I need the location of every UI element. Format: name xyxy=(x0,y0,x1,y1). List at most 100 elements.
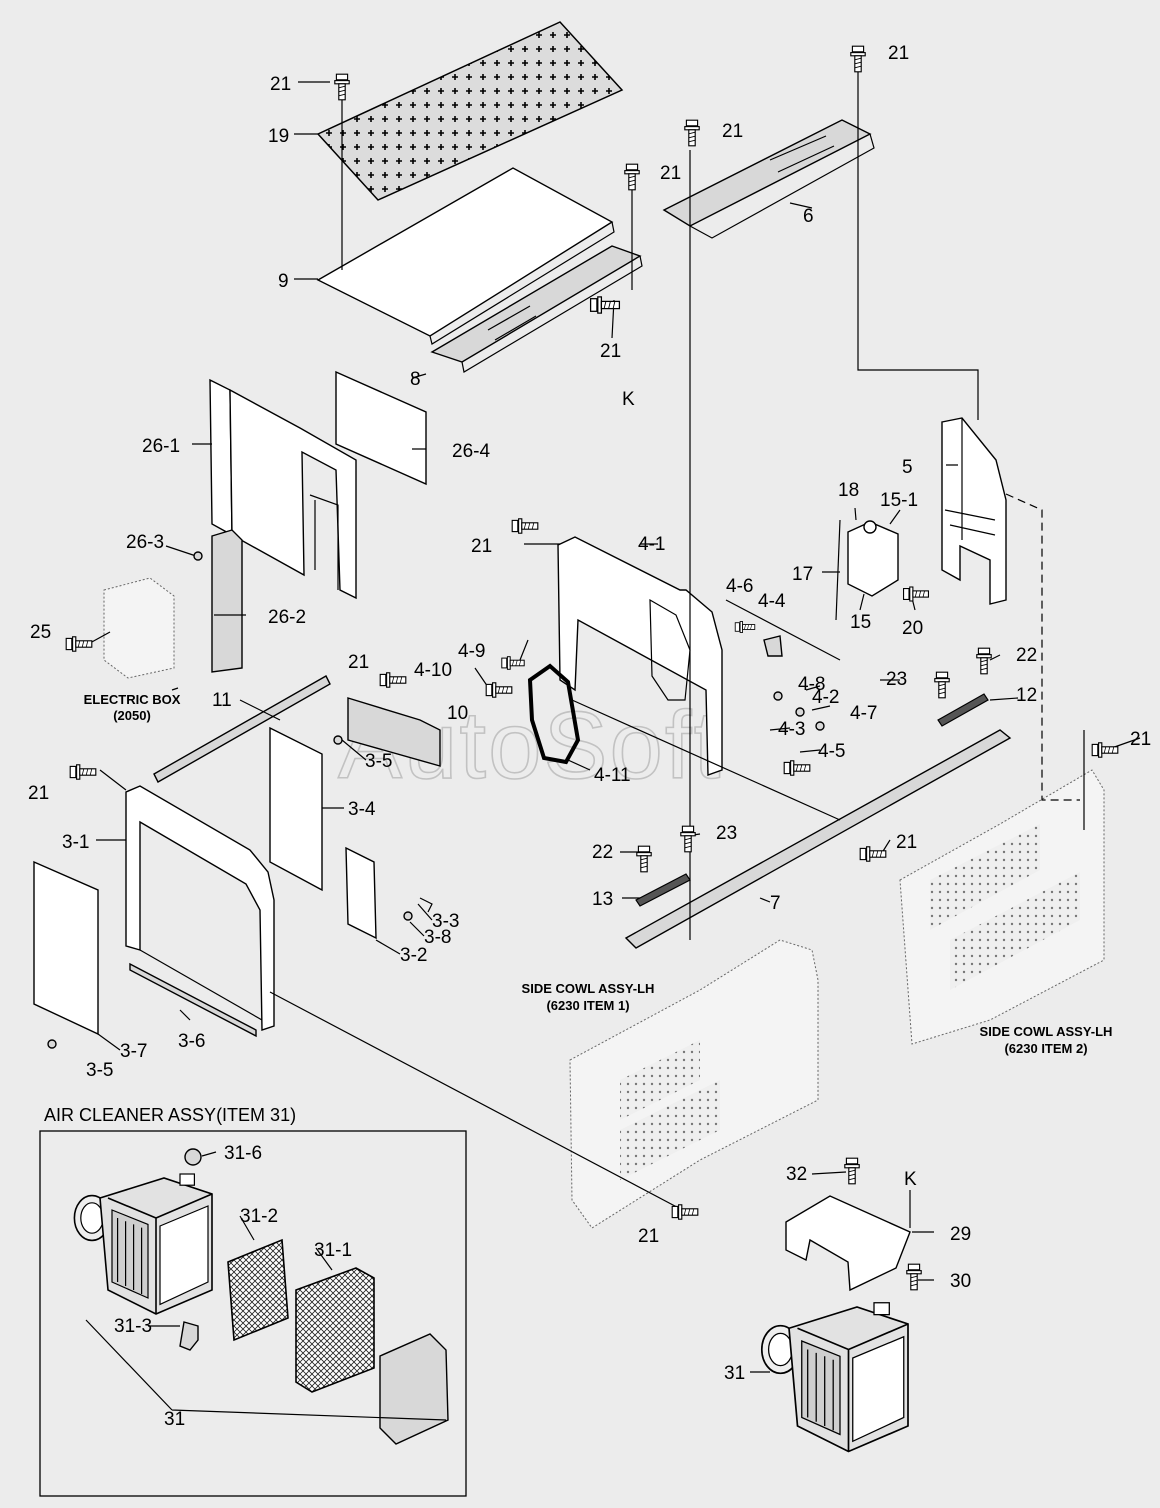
air-cleaner-housing xyxy=(73,1173,213,1315)
callout-22: 22 xyxy=(1016,645,1037,666)
callout-21: 21 xyxy=(1130,729,1151,750)
callout-4-9: 4-9 xyxy=(458,641,485,662)
callout-4-4: 4-4 xyxy=(758,591,786,612)
callout-32: 32 xyxy=(786,1164,807,1185)
callout-4-8: 4-8 xyxy=(798,674,825,695)
callout-31-2: 31-2 xyxy=(240,1206,278,1227)
callout-29: 29 xyxy=(950,1224,971,1245)
callout-3-6: 3-6 xyxy=(178,1031,205,1052)
callout-31: 31 xyxy=(164,1409,185,1430)
bar-7 xyxy=(624,729,1012,949)
callout-4-1: 4-1 xyxy=(638,534,665,555)
callout-3-8: 3-8 xyxy=(424,927,451,948)
side-cowl-1-caption-line2: (6230 ITEM 1) xyxy=(546,998,629,1013)
cap-31-6 xyxy=(184,1148,202,1166)
callout-4-10: 4-10 xyxy=(414,660,452,681)
side-cowl-2-grille xyxy=(930,824,1080,990)
callout-20: 20 xyxy=(902,618,923,639)
callout-4-7: 4-7 xyxy=(850,703,877,724)
callout-3-7: 3-7 xyxy=(120,1041,147,1062)
plate-26-4 xyxy=(335,370,427,486)
callout-21: 21 xyxy=(600,341,621,362)
plate-3-2 xyxy=(345,846,377,940)
callout-5: 5 xyxy=(902,457,913,478)
perforated-top-cover xyxy=(316,21,624,201)
callout-18: 18 xyxy=(838,480,859,501)
callout-4-11: 4-11 xyxy=(594,765,631,786)
callout-15-1: 15-1 xyxy=(880,490,918,511)
callout-26-4: 26-4 xyxy=(452,441,490,462)
callout-21: 21 xyxy=(638,1226,659,1247)
callout-11: 11 xyxy=(212,690,232,711)
electric-box-caption-line1: ELECTRIC BOX xyxy=(84,692,181,707)
callout-K: K xyxy=(904,1169,917,1190)
callout-26-1: 26-1 xyxy=(142,436,180,457)
side-cowl-2-caption-line2: (6230 ITEM 2) xyxy=(1004,1041,1087,1056)
callout-4-3: 4-3 xyxy=(778,719,805,740)
callout-12: 12 xyxy=(1016,685,1037,706)
callout-31-1: 31-1 xyxy=(314,1240,352,1261)
callout-4-6: 4-6 xyxy=(726,576,753,597)
callout-7: 7 xyxy=(770,893,781,914)
callout-3-2: 3-2 xyxy=(400,945,427,966)
frame-3-1 xyxy=(125,785,275,1031)
callout-26-2: 26-2 xyxy=(268,607,306,628)
link-13 xyxy=(635,873,691,907)
plate-10 xyxy=(347,697,441,767)
bar-11 xyxy=(153,675,331,783)
callout-9: 9 xyxy=(278,271,289,292)
callout-3-5: 3-5 xyxy=(365,751,392,772)
filter-31-1 xyxy=(295,1267,375,1393)
panel-3-7 xyxy=(33,860,99,1036)
plate-3-4 xyxy=(269,726,323,892)
callout-21: 21 xyxy=(896,832,917,853)
frame-26-1 xyxy=(209,378,233,537)
callout-21: 21 xyxy=(722,121,743,142)
callout-23: 23 xyxy=(886,669,907,690)
callout-21: 21 xyxy=(888,43,909,64)
callout-21: 21 xyxy=(660,163,681,184)
callout-31-6: 31-6 xyxy=(224,1143,262,1164)
callout-23: 23 xyxy=(716,823,737,844)
seal-4-11 xyxy=(527,663,581,765)
electric-box xyxy=(103,577,175,679)
callout-30: 30 xyxy=(950,1271,971,1292)
callout-15: 15 xyxy=(850,612,871,633)
air-cleaner-inset-box xyxy=(39,1130,467,1497)
trim-26-2 xyxy=(211,529,243,673)
link-12 xyxy=(937,693,989,727)
callout-10: 10 xyxy=(447,703,468,724)
strip-3-6 xyxy=(129,962,257,1038)
callout-4-5: 4-5 xyxy=(818,741,845,762)
callout-13: 13 xyxy=(592,889,613,910)
callout-31: 31 xyxy=(724,1363,745,1384)
electric-box-caption-line2: (2050) xyxy=(113,708,151,723)
side-cowl-1-grille xyxy=(620,1040,720,1180)
frame-4-1 xyxy=(557,536,723,776)
fasteners xyxy=(47,45,1119,1291)
callout-21: 21 xyxy=(28,783,49,804)
callout-31-3: 31-3 xyxy=(114,1316,152,1337)
air-cleaner-title: AIR CLEANER ASSY(ITEM 31) xyxy=(44,1105,296,1125)
callout-21: 21 xyxy=(270,74,291,95)
callout-17: 17 xyxy=(792,564,813,585)
callout-25: 25 xyxy=(30,622,51,643)
callout-3-1: 3-1 xyxy=(62,832,89,853)
air-cleaner-31 xyxy=(760,1301,909,1453)
callout-K: K xyxy=(622,389,635,410)
leader-lines xyxy=(85,70,1141,1421)
callout-3-5: 3-5 xyxy=(86,1060,113,1081)
side-cowl-2-caption-line1: SIDE COWL ASSY-LH xyxy=(980,1024,1113,1039)
callout-8: 8 xyxy=(410,369,421,390)
callout-26-3: 26-3 xyxy=(126,532,164,553)
reservoir-15 xyxy=(847,521,899,597)
valve-31-3 xyxy=(179,1321,199,1351)
cover-31 xyxy=(379,1333,449,1445)
callout-22: 22 xyxy=(592,842,613,863)
callout-3-4: 3-4 xyxy=(348,799,376,820)
callout-4-2: 4-2 xyxy=(812,687,839,708)
callout-6: 6 xyxy=(803,206,814,227)
filter-31-2 xyxy=(227,1238,289,1342)
bracket-29 xyxy=(785,1195,911,1292)
